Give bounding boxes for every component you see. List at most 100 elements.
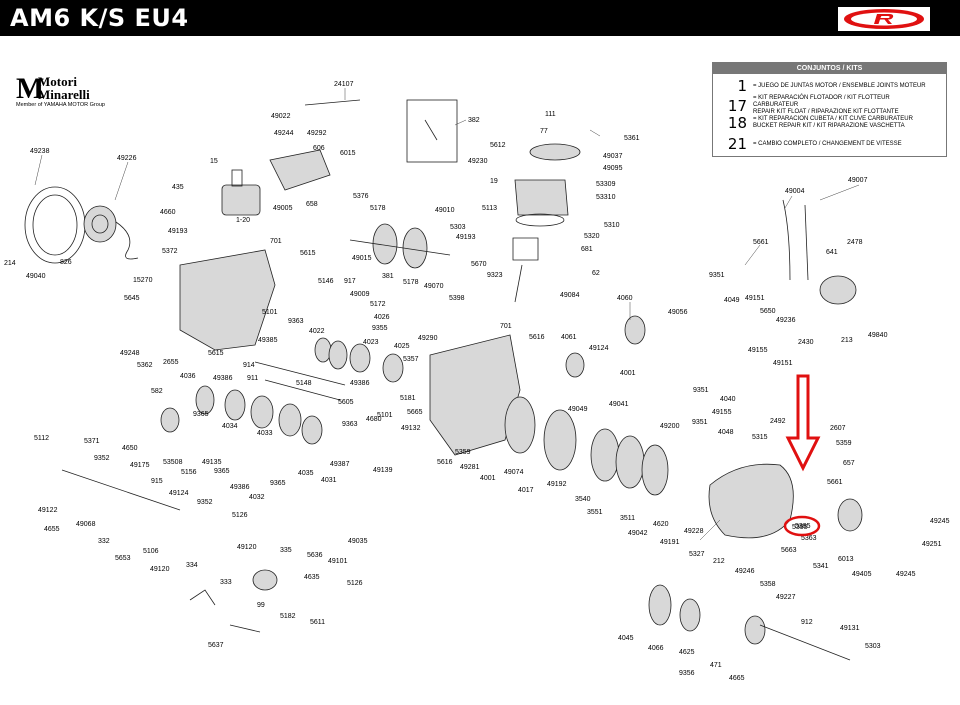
part-label: 5611 — [310, 619, 325, 626]
part-label: 4620 — [653, 521, 669, 528]
part-label: 701 — [270, 238, 282, 245]
leader-lines — [34, 88, 860, 541]
part-label: 4036 — [180, 373, 196, 380]
part-label: 49135 — [202, 459, 222, 466]
part-label: 49246 — [735, 568, 755, 575]
part-label: 5303 — [865, 643, 881, 650]
part-label: 49015 — [352, 255, 372, 262]
part-label: 5376 — [353, 193, 369, 200]
part-label: 49084 — [560, 292, 580, 299]
header-bar: AM6 K/S EU4 — [0, 0, 960, 36]
part-label: 49191 — [660, 539, 680, 546]
clutch-hub-part — [543, 409, 577, 471]
part-label: 5156 — [181, 469, 197, 476]
part-label: 49037 — [603, 153, 623, 160]
part-label: 658 — [306, 201, 318, 208]
kit-number: 18 — [727, 114, 747, 132]
kit-text-2: BUCKET REPAIR KIT / KIT RIPARAZIONE VASC… — [753, 123, 905, 129]
oil-line-part — [782, 199, 791, 281]
cylinder-gasket-part — [515, 213, 565, 227]
part-label: 3511 — [620, 515, 635, 522]
part-label: 9356 — [679, 670, 695, 677]
oil-line-part — [804, 204, 809, 281]
part-label: 49226 — [117, 155, 137, 162]
kit-number: 1 — [737, 77, 747, 95]
crank-web-right-part — [402, 227, 428, 269]
crank-web-left-part — [372, 223, 398, 265]
part-label: 5320 — [584, 233, 600, 240]
part-label: 49120 — [150, 566, 170, 573]
part-label: 4635 — [304, 574, 320, 581]
page-title: AM6 K/S EU4 — [10, 4, 189, 32]
part-label: 9363 — [288, 318, 304, 325]
part-label: 912 — [801, 619, 813, 626]
primary-gear-part — [565, 352, 585, 378]
part-label: 9365 — [270, 480, 286, 487]
part-label: 49245 — [930, 518, 950, 525]
part-label: 213 — [841, 337, 853, 344]
part-label: 49175 — [130, 462, 150, 469]
kick-shaft-part — [759, 624, 851, 661]
part-label: 5148 — [296, 380, 312, 387]
motori-minarelli-logo: M Motori Minarelli Member of YAMAHA MOTO… — [16, 72, 126, 112]
part-label: 5357 — [403, 356, 419, 363]
part-label: 49840 — [868, 332, 888, 339]
part-label: 49292 — [307, 130, 327, 137]
part-label: 15270 — [133, 277, 153, 284]
part-label: 49227 — [776, 594, 796, 601]
part-label: 4017 — [518, 487, 534, 494]
part-label: 49010 — [435, 207, 455, 214]
stator-wire-part — [115, 221, 139, 260]
kit-row: 21 = CAMBIO COMPLETO / CHANGEMENT DE VIT… — [719, 135, 928, 153]
part-label: 5341 — [813, 563, 829, 570]
part-label: 9352 — [197, 499, 213, 506]
part-label: 9352 — [94, 455, 110, 462]
carburetor-part — [221, 184, 261, 216]
part-label: 5182 — [280, 613, 296, 620]
part-label: 49228 — [684, 528, 704, 535]
part-label: 53508 — [163, 459, 183, 466]
part-label: 5178 — [403, 279, 419, 286]
part-label: 49200 — [660, 423, 680, 430]
part-label: 49095 — [603, 165, 623, 172]
kit-text: = KIT REPARACIÓN FLOTADOR / KIT FLOTTEUR… — [753, 95, 890, 108]
part-label: 5315 — [752, 434, 768, 441]
part-label: 49074 — [504, 469, 524, 476]
part-label: 49155 — [748, 347, 768, 354]
left-crankcase-part — [179, 249, 276, 351]
part-label: 6015 — [340, 150, 356, 157]
gear-part — [224, 389, 246, 421]
oil-pump-part — [819, 275, 857, 305]
part-label: 5616 — [437, 459, 453, 466]
part-label: 49386 — [213, 375, 233, 382]
part-label: 49122 — [38, 507, 58, 514]
part-label: 49193 — [168, 228, 188, 235]
kit-text: = JUEGO DE JUNTAS MOTOR / ENSEMBLE JOINT… — [753, 82, 926, 89]
gear-part — [301, 415, 323, 445]
part-label: 4660 — [160, 209, 176, 216]
part-label: 4022 — [309, 328, 325, 335]
conrod-box-part — [406, 99, 458, 163]
part-label: 49192 — [547, 481, 567, 488]
red-arrow-icon — [785, 374, 821, 472]
kit-row: 17 = KIT REPARACIÓN FLOTADOR / KIT FLOTT… — [719, 95, 928, 116]
gear-part — [250, 395, 274, 429]
gear-part — [314, 337, 332, 363]
part-label: 49131 — [840, 625, 860, 632]
cylinder-head-part — [529, 143, 581, 161]
stud-part — [514, 264, 523, 303]
ignition-cover-inner-part — [32, 194, 78, 256]
part-label: 49041 — [609, 401, 629, 408]
part-label: 911 — [247, 375, 258, 382]
shift-drum-part — [252, 569, 278, 591]
part-label: 49155 — [712, 409, 732, 416]
part-label: 4026 — [374, 314, 390, 321]
part-label: 9355 — [372, 325, 388, 332]
kit-number: 17 — [727, 96, 747, 115]
part-label: 5181 — [400, 395, 416, 402]
part-label: 49245 — [896, 571, 916, 578]
part-label: 5395 — [795, 523, 811, 530]
part-label: 5112 — [34, 435, 49, 442]
part-label: 826 — [60, 259, 72, 266]
